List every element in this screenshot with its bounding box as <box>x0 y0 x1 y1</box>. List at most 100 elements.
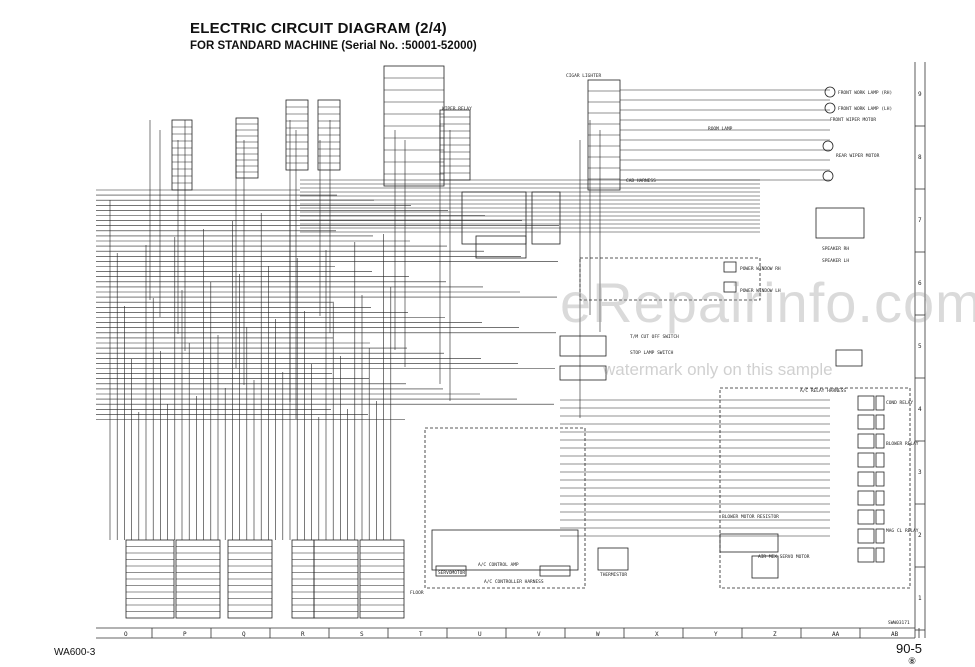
harness-connector <box>559 365 607 381</box>
grid-row-label: 7 <box>918 217 922 224</box>
component-label: FRONT WIPER MOTOR <box>830 117 876 123</box>
grid-column-label: Z <box>773 631 777 638</box>
relay-box <box>857 509 875 525</box>
grid-column-label: T <box>419 631 423 638</box>
connector-block <box>383 65 445 187</box>
radio-unit <box>815 207 865 239</box>
diagram-subtitle: FOR STANDARD MACHINE (Serial No. :50001-… <box>190 40 477 52</box>
grid-row-label: 5 <box>918 343 922 350</box>
grid-column-label: P <box>183 631 187 638</box>
relay-box <box>857 452 875 468</box>
relay-coil <box>875 471 885 487</box>
relay-coil <box>875 509 885 525</box>
component-label: FLOOR <box>410 590 424 596</box>
servomotor-box <box>539 565 571 577</box>
relay-coil <box>875 547 885 563</box>
relay-box <box>857 395 875 411</box>
grid-row-label: 1 <box>918 595 922 602</box>
grid-column-label: AA <box>832 631 840 638</box>
grid-column-label: V <box>537 631 541 638</box>
ac-control-amp <box>431 529 579 571</box>
component-label: POWER WINDOW RH <box>740 266 781 272</box>
blower-resistor-box <box>719 533 779 553</box>
grid-row-label: 8 <box>918 154 922 161</box>
grid-column-label: Y <box>714 631 718 638</box>
relay-coil <box>875 433 885 449</box>
power-window-motor <box>723 261 737 273</box>
connector-block <box>227 539 273 619</box>
relay-box <box>857 547 875 563</box>
model-number: WA600-3 <box>54 647 96 658</box>
relay-coil <box>875 490 885 506</box>
connector-block <box>235 117 259 179</box>
component-label: SWW03171 <box>888 620 910 626</box>
component-label: SPEAKER LH <box>822 258 849 264</box>
connector-block <box>285 99 309 171</box>
grid-column-label: S <box>360 631 364 638</box>
grid-column-label: R <box>301 631 305 638</box>
component-label: REAR WIPER MOTOR <box>836 153 880 159</box>
lamp-or-motor-symbol <box>822 140 834 152</box>
relay-box <box>857 528 875 544</box>
component-label: A/C CONTROLLER HARNESS <box>484 579 544 585</box>
relay-box <box>857 490 875 506</box>
component-label: BLOWER MOTOR RESISTOR <box>722 514 779 520</box>
connector-block <box>439 109 471 181</box>
fuse-block <box>835 349 863 367</box>
component-label: CIGAR LIGHTER <box>566 73 602 79</box>
ac-relay-harness-outline <box>719 387 911 589</box>
component-label: AIR MIX SERVO MOTOR <box>758 554 810 560</box>
component-label: BLOWER RELAY <box>886 441 919 447</box>
connector-block <box>587 79 621 191</box>
connector-block <box>317 99 341 171</box>
relay-box <box>857 414 875 430</box>
ac-controller-harness-outline <box>424 427 586 589</box>
component-label: FRONT WORK LAMP (LH) <box>838 106 892 112</box>
harness-connector <box>461 191 527 245</box>
power-window-outline <box>579 257 761 301</box>
connector-block <box>125 539 175 619</box>
relay-coil <box>875 528 885 544</box>
lamp-or-motor-symbol <box>824 102 836 114</box>
lamp-or-motor-symbol <box>824 86 836 98</box>
component-label: CAB HARNESS <box>626 178 656 184</box>
component-label: POWER WINDOW LH <box>740 288 781 294</box>
relay-coil <box>875 452 885 468</box>
grid-column-label: O <box>124 631 128 638</box>
component-label: A/C RELAY HARNESS <box>800 388 846 394</box>
connector-block <box>171 119 193 191</box>
connector-block <box>175 539 221 619</box>
lamp-or-motor-symbol <box>822 170 834 182</box>
grid-row-label: 9 <box>918 91 922 98</box>
air-mix-servo-box <box>751 555 779 579</box>
component-label: MAG CL RELAY <box>886 528 919 534</box>
connector-block <box>359 539 405 619</box>
component-label: T/M CUT OFF SWITCH <box>630 334 679 340</box>
harness-connector <box>531 191 561 245</box>
revision-mark: ⑧ <box>908 656 917 666</box>
grid-column-label: U <box>478 631 482 638</box>
grid-row-label: 4 <box>918 406 922 413</box>
relay-box <box>857 471 875 487</box>
power-window-motor <box>723 281 737 293</box>
servomotor-box <box>435 565 467 577</box>
component-label: SPEAKER RH <box>822 246 849 252</box>
connector-block <box>313 539 359 619</box>
component-label: STOP LAMP SWITCH <box>630 350 674 356</box>
grid-column-label: W <box>596 631 600 638</box>
harness-connector <box>559 335 607 357</box>
thermistor-box <box>597 547 629 571</box>
grid-column-label: AB <box>891 631 899 638</box>
grid-column-label: Q <box>242 631 246 638</box>
relay-coil <box>875 414 885 430</box>
grid-row-label: 6 <box>918 280 922 287</box>
component-label: WIPER RELAY <box>442 106 472 112</box>
harness-connector <box>475 235 527 259</box>
component-label: ROOM LAMP <box>708 126 733 132</box>
component-label: FRONT WORK LAMP (RH) <box>838 90 892 96</box>
relay-box <box>857 433 875 449</box>
component-label: A/C CONTROL AMP <box>478 562 519 568</box>
grid-column-label: X <box>655 631 659 638</box>
grid-row-label: 2 <box>918 532 922 539</box>
